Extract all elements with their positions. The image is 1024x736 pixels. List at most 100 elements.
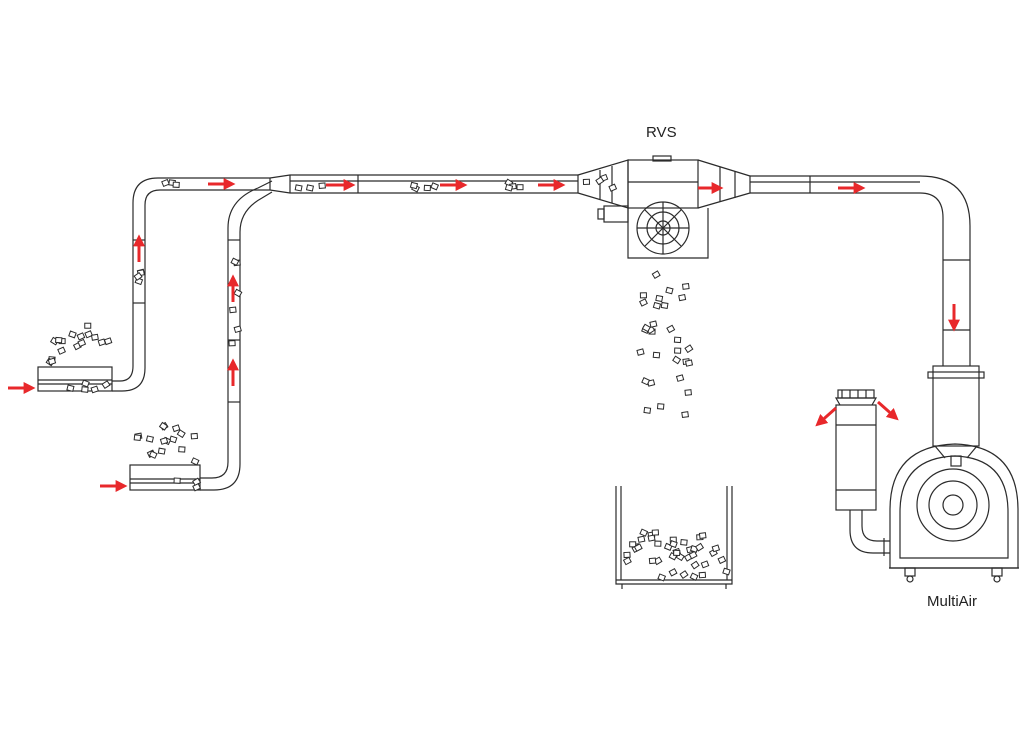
particle-icon (84, 330, 94, 339)
infeed-hopper-1 (37, 366, 113, 392)
particle-icon (582, 178, 591, 186)
particle-icon (643, 406, 652, 414)
particle-icon (176, 429, 186, 439)
particle-icon (90, 385, 99, 394)
particle-icon (665, 286, 674, 295)
particle-icon (651, 529, 660, 536)
particle-icon (192, 483, 202, 492)
particle-icon (717, 555, 727, 565)
flow-arrow-icon (815, 406, 837, 427)
particle-icon (233, 325, 242, 334)
particle-icon (173, 477, 181, 484)
particle-icon (190, 457, 200, 466)
particle-icon (318, 182, 326, 189)
particle-icon (608, 183, 618, 192)
particle-icon (684, 344, 694, 354)
collection-bin (615, 486, 733, 589)
particle-icon (172, 181, 180, 188)
particle-icon (673, 336, 682, 344)
particle-icon (680, 539, 688, 546)
particle-icon (681, 283, 690, 290)
particle-icon (684, 359, 694, 367)
particle-icon (666, 324, 676, 334)
particle-icon (623, 551, 631, 559)
particle-icon (57, 346, 66, 355)
particle-icon (55, 336, 63, 344)
particle-icon (409, 181, 419, 190)
particle-icon (637, 535, 646, 543)
particle-icon (148, 450, 158, 459)
particle-icon (158, 421, 169, 431)
particle-icon (674, 347, 682, 354)
particle-icon (629, 541, 637, 548)
particle-icon (233, 288, 243, 298)
particle-icon (669, 540, 678, 549)
particle-icon (97, 338, 107, 347)
particle-icon (688, 550, 698, 560)
particle-icon (651, 270, 661, 280)
particle-icon (622, 556, 632, 566)
particle-icon (595, 176, 605, 186)
particle-icon (660, 301, 669, 309)
particle-icon (657, 573, 667, 582)
particle-icon (81, 379, 90, 388)
particle-icon (145, 435, 154, 443)
conveying-pipe-2 (200, 180, 273, 491)
exhaust-pipe (750, 175, 971, 366)
particle-icon (639, 298, 648, 307)
particle-icon (633, 543, 643, 552)
particle-icon (648, 557, 657, 565)
particle-icon (684, 389, 692, 396)
particle-icon (168, 435, 178, 444)
particle-icon (652, 301, 662, 310)
particle-icon (171, 424, 181, 433)
particle-icon (423, 184, 431, 192)
particle-icon (133, 271, 143, 281)
particle-icon (636, 348, 645, 356)
particle-icon (190, 432, 199, 440)
particle-icon (652, 351, 661, 359)
particle-icon (159, 437, 169, 445)
particle-icon (639, 528, 649, 537)
particle-icon (698, 571, 707, 579)
particle-icon (679, 570, 689, 579)
particle-icon (641, 377, 651, 386)
particle-icon (430, 182, 440, 191)
particle-icon (161, 178, 170, 188)
multiair-label: MultiAir (927, 593, 978, 610)
particle-icon (675, 374, 685, 382)
rvs-separator (577, 155, 751, 259)
particle-icon (77, 338, 87, 348)
particle-icon (672, 355, 682, 365)
particle-icon (133, 434, 142, 441)
particle-icon (229, 306, 237, 314)
multiair-unit (834, 365, 1019, 583)
particle-icon (698, 532, 707, 539)
particle-icon (678, 294, 687, 302)
particle-icon (656, 403, 665, 410)
particle-icon (157, 447, 166, 455)
particle-icon (76, 332, 86, 341)
particle-icon (668, 568, 678, 577)
particle-icon (516, 184, 524, 191)
particle-icon (228, 340, 236, 347)
particle-icon (673, 549, 681, 557)
particle-icon (641, 323, 651, 333)
particle-icon (654, 540, 662, 547)
particle-icon (649, 320, 658, 328)
rvs-label: RVS (646, 124, 677, 141)
particle-icon (700, 560, 710, 569)
particle-icon (722, 567, 731, 576)
flow-arrow-icon (877, 400, 899, 421)
particle-icon (47, 357, 57, 366)
particle-icon (689, 572, 699, 581)
particle-icon (655, 294, 664, 303)
particle-icon (694, 542, 705, 552)
particle-icon (230, 257, 240, 267)
particle-icon (66, 384, 75, 392)
particle-icon (178, 446, 186, 453)
particle-icon (90, 333, 99, 341)
particle-icon (690, 560, 700, 570)
infeed-hopper-2 (129, 464, 201, 491)
